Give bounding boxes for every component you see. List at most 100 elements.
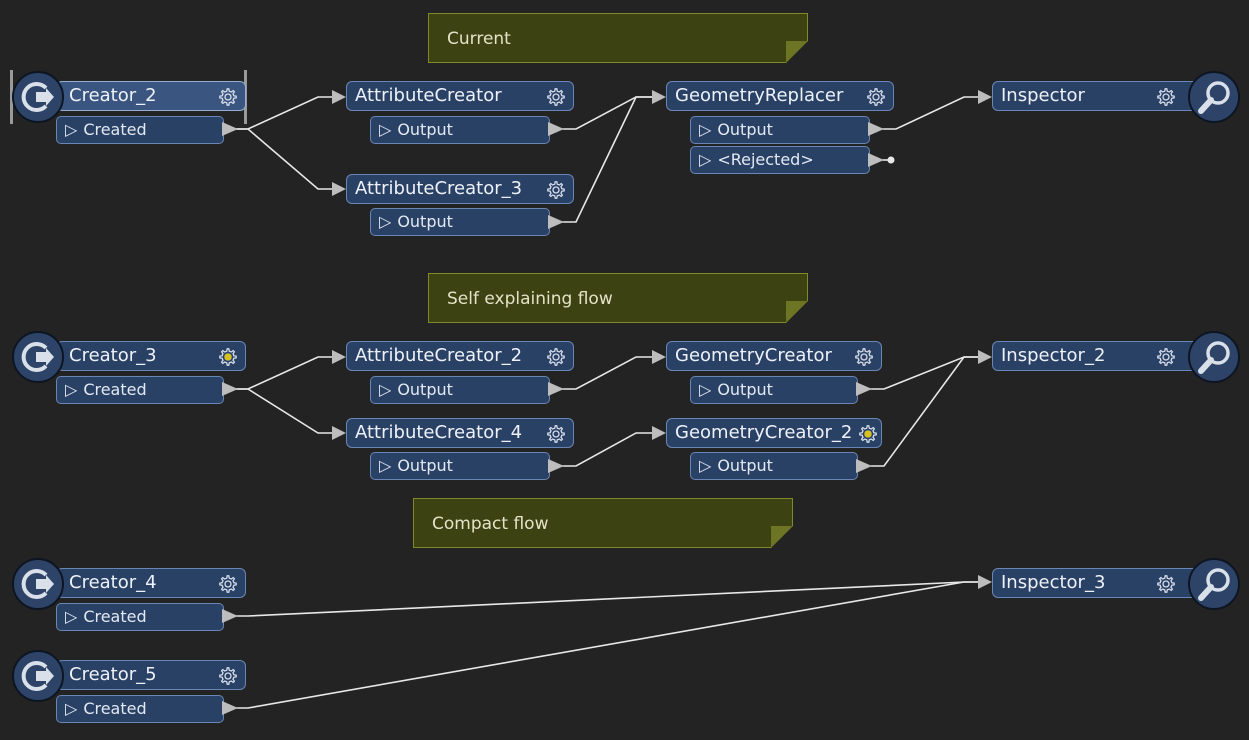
transformer-inspector[interactable]: Inspector [992, 81, 1202, 111]
output-port-rejected[interactable]: ▷<Rejected> [690, 146, 870, 174]
output-port-created[interactable]: ▷Created [56, 603, 224, 631]
port-triangle-icon: ▷ [699, 120, 712, 139]
output-port-created[interactable]: ▷ Created [56, 116, 224, 144]
creator-icon[interactable] [12, 558, 64, 610]
output-port-created[interactable]: ▷Created [56, 376, 224, 404]
gear-modified-icon[interactable] [217, 346, 239, 368]
transformer-attributecreator-2[interactable]: AttributeCreator_2 [346, 341, 574, 371]
output-port-created[interactable]: ▷Created [56, 695, 224, 723]
transformer-name: Creator_3 [69, 345, 157, 366]
output-port-triangle-icon[interactable] [222, 701, 238, 715]
output-port-output[interactable]: ▷Output [690, 452, 858, 480]
input-arrow [652, 90, 666, 104]
connection-line [236, 128, 332, 190]
port-triangle-icon: ▷ [65, 120, 78, 139]
connection-line [870, 356, 978, 467]
transformer-attributecreator-4[interactable]: AttributeCreator_4 [346, 418, 574, 448]
output-port-output[interactable]: ▷Output [690, 116, 870, 144]
output-port-output[interactable]: ▷Output [370, 452, 550, 480]
creator-icon[interactable] [12, 650, 64, 702]
output-port-output[interactable]: ▷ Output [690, 376, 858, 404]
gear-icon[interactable] [865, 86, 887, 108]
connection-line [562, 96, 652, 223]
transformer-inspector-2[interactable]: Inspector_2 [992, 341, 1202, 371]
port-label: <Rejected> [717, 150, 814, 169]
gear-icon[interactable] [545, 423, 567, 445]
output-port-output[interactable]: ▷Output [370, 116, 550, 144]
gear-icon[interactable] [1155, 346, 1177, 368]
gear-modified-icon[interactable] [857, 423, 879, 445]
port-label: Output [717, 380, 773, 399]
port-triangle-icon: ▷ [379, 380, 392, 399]
magnifier-icon[interactable] [1188, 558, 1240, 610]
transformer-name: GeometryReplacer [675, 85, 844, 106]
output-port-triangle-icon[interactable] [548, 459, 564, 473]
transformer-geometrycreator-2[interactable]: GeometryCreator_2 [666, 418, 882, 448]
output-port-triangle-icon[interactable] [222, 609, 238, 623]
port-label: Created [83, 120, 147, 139]
output-port-triangle-icon[interactable] [548, 122, 564, 136]
transformer-geometryreplacer[interactable]: GeometryReplacer [666, 81, 894, 111]
output-port-triangle-icon[interactable] [856, 382, 872, 396]
annotation-compact[interactable]: Compact flow [413, 498, 793, 548]
transformer-creator-5[interactable]: Creator_5 [56, 660, 246, 690]
transformer-name: Inspector_2 [1001, 345, 1106, 366]
gear-icon[interactable] [545, 346, 567, 368]
transformer-attributecreator[interactable]: AttributeCreator [346, 81, 574, 111]
gear-icon[interactable] [1155, 573, 1177, 595]
gear-icon[interactable] [217, 86, 239, 108]
output-port-triangle-icon[interactable] [856, 459, 872, 473]
creator-icon[interactable] [12, 71, 64, 123]
rejected-port-end [887, 156, 895, 164]
transformer-creator-3[interactable]: Creator_3 [56, 341, 246, 371]
transformer-name: Creator_4 [69, 572, 157, 593]
transformer-name: Creator_2 [69, 85, 157, 106]
magnifier-icon[interactable] [1188, 71, 1240, 123]
connection-line [882, 96, 978, 130]
output-port-triangle-icon[interactable] [222, 122, 238, 136]
port-triangle-icon: ▷ [699, 380, 712, 399]
transformer-creator-2[interactable]: Creator_2 [56, 81, 246, 111]
transformer-name: Inspector_3 [1001, 572, 1106, 593]
annotation-text: Compact flow [432, 514, 549, 534]
port-triangle-icon: ▷ [65, 699, 78, 718]
gear-icon[interactable] [853, 346, 875, 368]
transformer-name: GeometryCreator [675, 345, 832, 366]
port-label: Output [397, 456, 453, 475]
port-label: Output [397, 212, 453, 231]
transformer-geometrycreator[interactable]: GeometryCreator [666, 341, 882, 371]
connection-line [562, 356, 652, 390]
input-arrow [978, 350, 992, 364]
gear-icon[interactable] [1155, 86, 1177, 108]
gear-icon[interactable] [217, 573, 239, 595]
transformer-attributecreator-3[interactable]: AttributeCreator_3 [346, 174, 574, 204]
output-port-output[interactable]: ▷ Output [370, 208, 550, 236]
gear-icon[interactable] [545, 86, 567, 108]
transformer-name: Inspector [1001, 85, 1085, 106]
port-label: Output [717, 456, 773, 475]
port-triangle-icon: ▷ [379, 212, 392, 231]
creator-icon[interactable] [12, 331, 64, 383]
output-port-triangle-icon[interactable] [868, 153, 884, 167]
output-port-triangle-icon[interactable] [548, 215, 564, 229]
output-port-triangle-icon[interactable] [548, 382, 564, 396]
output-port-triangle-icon[interactable] [222, 382, 238, 396]
annotation-current[interactable]: Current [428, 13, 808, 63]
gear-icon[interactable] [217, 665, 239, 687]
transformer-creator-4[interactable]: Creator_4 [56, 568, 246, 598]
transformer-inspector-3[interactable]: Inspector_3 [992, 568, 1202, 598]
gear-icon[interactable] [545, 179, 567, 201]
port-label: Output [397, 380, 453, 399]
input-arrow [652, 350, 666, 364]
connection-line [236, 96, 332, 130]
port-label: Created [83, 380, 147, 399]
input-arrow [332, 90, 346, 104]
annotation-self-explaining[interactable]: Self explaining flow [428, 273, 808, 323]
output-port-output[interactable]: ▷ Output [370, 376, 550, 404]
connection-line [236, 581, 978, 709]
magnifier-icon[interactable] [1188, 331, 1240, 383]
connection-line [236, 388, 332, 434]
output-port-triangle-icon[interactable] [868, 122, 884, 136]
